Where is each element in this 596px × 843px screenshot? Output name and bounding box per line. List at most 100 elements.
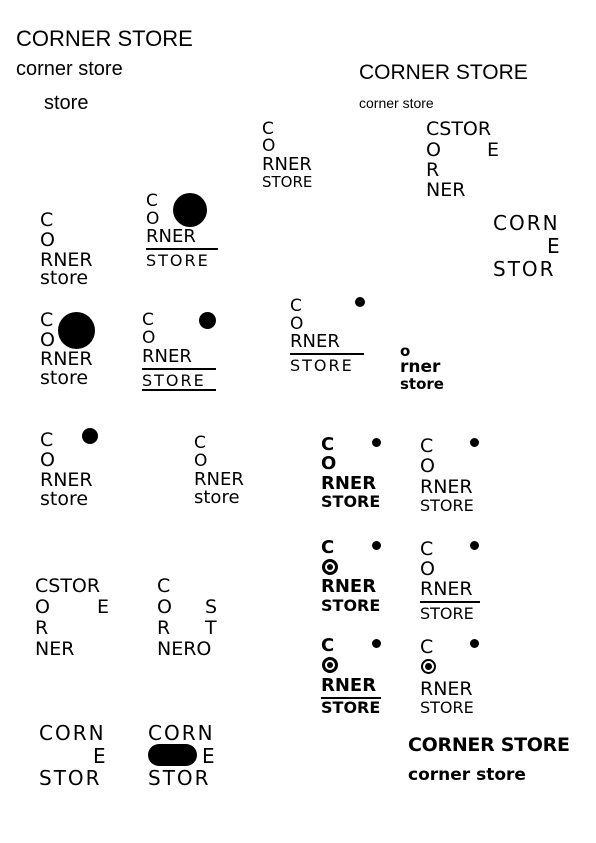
- letters-ner: NER: [35, 638, 75, 660]
- letter-o: O: [40, 449, 55, 471]
- letters-store: store: [40, 367, 89, 389]
- letter-o: O: [420, 558, 435, 580]
- letter-c: C: [142, 310, 154, 330]
- wordmark-store-1: store: [44, 92, 89, 114]
- letter-c: C: [321, 635, 335, 656]
- ring-center-icon: [327, 662, 333, 668]
- wordmark-caps-bold: CORNER STORE: [408, 734, 570, 756]
- letter-c: C: [194, 433, 206, 453]
- letters-store: STORE: [321, 698, 381, 717]
- tiny-dot-icon: [372, 438, 381, 447]
- letters-corn: CORN: [39, 721, 106, 745]
- letter-o-lower: o: [400, 342, 411, 360]
- letter-o: O: [40, 229, 55, 251]
- letters-rner: RNER: [40, 249, 93, 271]
- letter-r: R: [157, 617, 171, 639]
- letters-rner-lower: rner: [400, 357, 441, 377]
- letters-rner: RNER: [420, 578, 473, 600]
- divider-line: [142, 368, 216, 370]
- small-dot-icon: [199, 312, 216, 329]
- letters-rner: RNER: [420, 476, 473, 498]
- letters-store: STORE: [321, 596, 381, 615]
- letter-c: C: [321, 434, 335, 455]
- ring-center-icon: [425, 663, 432, 670]
- letters-rner: RNER: [40, 348, 93, 370]
- letter-o: O: [194, 451, 208, 471]
- ring-dot-icon: [421, 659, 436, 674]
- letters-stor: STOR: [148, 766, 211, 790]
- letter-c: C: [262, 119, 274, 139]
- tiny-dot-icon: [470, 438, 479, 447]
- wordmark-caps-1: CORNER STORE: [16, 26, 193, 51]
- letter-c: C: [40, 309, 54, 331]
- letter-o: O: [290, 314, 304, 334]
- letter-e: E: [97, 596, 110, 618]
- letters-store: store: [40, 267, 89, 289]
- letters-store: store: [194, 487, 240, 508]
- ring-dot-icon: [322, 657, 338, 673]
- big-dot-icon: [58, 312, 95, 349]
- divider-line: [420, 601, 480, 603]
- letters-store: STORE: [420, 604, 474, 623]
- wordmark-lower-bold: corner store: [408, 765, 526, 785]
- letter-c: C: [40, 209, 54, 231]
- ring-dot-icon: [322, 559, 338, 575]
- letter-r: R: [35, 617, 49, 639]
- letter-c: C: [420, 435, 434, 457]
- wordmark-lower-1: corner store: [16, 58, 123, 80]
- big-dot-icon: [173, 193, 207, 227]
- letter-c: C: [420, 538, 434, 560]
- letters-corn: CORN: [148, 721, 215, 745]
- letters-rner: RNER: [290, 331, 340, 352]
- letters-stor: STOR: [39, 766, 102, 790]
- letters-stor: STOR: [493, 257, 556, 281]
- pill-shape-icon: [148, 744, 197, 766]
- letters-rner: RNER: [321, 473, 377, 494]
- letter-e: E: [487, 139, 500, 161]
- letter-o: O: [35, 596, 50, 618]
- tiny-dot-icon: [470, 541, 479, 550]
- letters-rner: RNER: [321, 675, 377, 696]
- letter-c: C: [157, 575, 171, 597]
- letters-store: store: [400, 375, 444, 393]
- letter-e: E: [547, 234, 560, 258]
- letter-c: C: [40, 429, 54, 451]
- letter-o: O: [420, 455, 435, 477]
- tiny-dot-icon: [372, 541, 381, 550]
- letter-r: R: [426, 159, 440, 181]
- letters-rner: RNER: [321, 576, 377, 597]
- letters-rner: RNER: [420, 678, 473, 700]
- letters-nero: NERO: [157, 638, 212, 660]
- wordmark-lower-thin: corner store: [359, 95, 434, 111]
- letters-cstor: CSTOR: [426, 118, 492, 140]
- letters-rner: RNER: [194, 469, 244, 490]
- letter-e: E: [202, 744, 215, 768]
- wordmark-caps-thin: CORNER STORE: [359, 61, 528, 84]
- letters-rner: RNER: [146, 226, 196, 247]
- tiny-dot-icon: [372, 639, 381, 648]
- letter-o: O: [262, 136, 276, 156]
- letters-rner: RNER: [262, 154, 312, 175]
- letters-rner: RNER: [40, 469, 93, 491]
- letter-c: C: [290, 296, 302, 316]
- letters-store: STORE: [142, 371, 206, 390]
- letter-o: O: [157, 596, 172, 618]
- divider-line: [290, 353, 364, 355]
- letter-o: O: [142, 328, 156, 348]
- tiny-dot-icon: [355, 297, 365, 307]
- letters-store: STORE: [290, 356, 354, 375]
- letter-c: C: [420, 636, 434, 658]
- letters-store: STORE: [420, 698, 474, 717]
- divider-line: [146, 248, 218, 250]
- letters-rner: RNER: [142, 346, 192, 367]
- divider-line: [321, 697, 381, 699]
- letters-store: STORE: [146, 251, 210, 270]
- letter-o: O: [40, 329, 55, 351]
- letter-o: O: [146, 209, 160, 229]
- letter-c: C: [146, 191, 158, 211]
- letters-store: STORE: [321, 492, 381, 511]
- letter-s: S: [205, 596, 218, 618]
- letters-corn: CORN: [493, 211, 560, 235]
- letter-o: O: [426, 139, 441, 161]
- letter-c: C: [321, 537, 335, 558]
